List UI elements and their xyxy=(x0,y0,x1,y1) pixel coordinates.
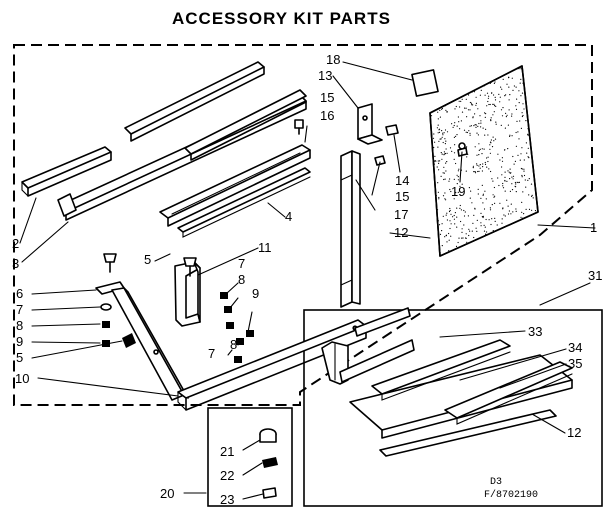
part-14-screw xyxy=(385,124,399,136)
label-33: 33 xyxy=(528,324,542,339)
label-6: 6 xyxy=(16,286,23,301)
part-17-post xyxy=(340,150,361,308)
part-2-short-angle xyxy=(21,146,112,197)
label-9-left: 9 xyxy=(16,334,23,349)
label-17: 17 xyxy=(394,207,408,222)
part-16-channel xyxy=(159,144,311,227)
label-12-lower: 12 xyxy=(567,425,581,440)
part-labels: 1 2 3 4 5 5 6 7 7 7 8 8 8 9 9 10 11 12 1… xyxy=(12,52,602,507)
label-5-upper: 5 xyxy=(144,252,151,267)
label-15-upper: 15 xyxy=(320,90,334,105)
diagram-title: ACCESSORY KIT PARTS xyxy=(172,9,391,28)
middle-rail xyxy=(184,89,307,161)
label-31: 31 xyxy=(588,268,602,283)
label-7-right: 7 xyxy=(238,256,245,271)
label-8-right: 8 xyxy=(238,272,245,287)
label-11: 11 xyxy=(258,240,272,255)
part-11-bracket xyxy=(174,261,201,327)
part-18-clip xyxy=(411,69,439,97)
label-13: 13 xyxy=(318,68,332,83)
label-16: 16 xyxy=(320,108,334,123)
drawing-code-line-1: D3 xyxy=(490,477,502,488)
label-3: 3 xyxy=(12,256,19,271)
label-21: 21 xyxy=(220,444,234,459)
main-kit-outline xyxy=(13,44,593,406)
part-23-washer xyxy=(262,487,277,499)
label-15-lower: 15 xyxy=(395,189,409,204)
leader-lines xyxy=(19,61,596,500)
part-13-bracket xyxy=(357,103,383,145)
part-12-plate xyxy=(349,354,573,457)
label-19: 19 xyxy=(451,184,465,199)
label-22: 22 xyxy=(220,468,234,483)
subkit-20-frame xyxy=(207,407,293,507)
label-34: 34 xyxy=(568,340,582,355)
part-34-gasket xyxy=(371,339,511,401)
label-12-upper: 12 xyxy=(394,225,408,240)
label-23: 23 xyxy=(220,492,234,507)
label-4: 4 xyxy=(285,209,292,224)
label-35: 35 xyxy=(568,356,582,371)
label-7-left: 7 xyxy=(16,302,23,317)
label-1: 1 xyxy=(590,220,597,235)
part-5-screw-top-mid xyxy=(183,257,197,277)
subkit-31-frame xyxy=(303,309,603,507)
upper-rail xyxy=(124,61,265,142)
label-10: 10 xyxy=(15,371,29,386)
part-35-gasket xyxy=(444,361,573,425)
part-22-clip xyxy=(262,457,278,468)
label-18: 18 xyxy=(326,52,340,67)
label-8-bottom: 8 xyxy=(230,337,237,352)
label-2: 2 xyxy=(12,236,19,251)
part-5-screw-lower xyxy=(122,333,136,348)
part-15-screw-lower xyxy=(374,155,386,166)
label-7-bottom: 7 xyxy=(208,346,215,361)
part-21-plug xyxy=(259,428,277,443)
part-19-screw xyxy=(457,142,468,157)
label-9-right: 9 xyxy=(252,286,259,301)
label-20: 20 xyxy=(160,486,174,501)
label-8-left: 8 xyxy=(16,318,23,333)
left-hardware-stack xyxy=(100,303,112,347)
part-33-seal-strip xyxy=(321,307,415,385)
part-15-screw-upper xyxy=(294,119,304,135)
part-5-screw-top-left xyxy=(103,253,117,273)
part-1-panel xyxy=(429,65,539,257)
drawing-code-line-2: F/8702190 xyxy=(484,489,538,501)
label-5-lower: 5 xyxy=(16,350,23,365)
part-4-strip xyxy=(177,167,311,238)
label-14: 14 xyxy=(395,173,409,188)
